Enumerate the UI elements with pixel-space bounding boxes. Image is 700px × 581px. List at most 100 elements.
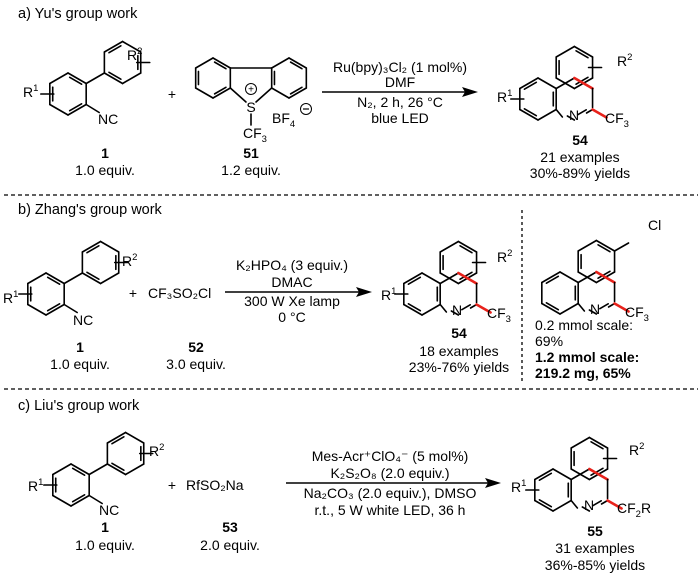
double-bond — [597, 270, 611, 279]
plus-sign: + — [168, 477, 176, 493]
reactant-1-structure — [18, 240, 129, 316]
r1-label: R1 — [3, 289, 18, 306]
arrow-head-icon — [485, 478, 501, 488]
double-bond — [597, 244, 611, 253]
double-bond — [523, 107, 538, 117]
ring-bond — [519, 77, 539, 90]
ring-bond — [559, 271, 579, 284]
condition-solvent: DMF — [385, 74, 415, 90]
compound-id-53: 53 — [222, 519, 238, 535]
condition-atmosphere: N₂, 2 h, 26 °C — [357, 94, 443, 110]
double-bond — [599, 303, 610, 310]
compound-id-52: 52 — [188, 339, 204, 355]
ring-bond — [555, 45, 576, 58]
arrow-head-icon — [462, 87, 478, 97]
condition-catalyst: Ru(bpy)₃Cl₂ (1 mol%) — [333, 59, 467, 75]
double-bond — [108, 71, 122, 80]
example-cf3-label: CF3 — [625, 304, 649, 324]
new-c-cf-bond — [475, 303, 492, 314]
ring-bond — [121, 40, 142, 53]
n-bond — [588, 309, 598, 315]
double-bond — [538, 472, 553, 482]
isocyanide-bond — [63, 303, 78, 314]
reaction-arrow-b — [225, 287, 372, 297]
product-r2-label: R2 — [617, 52, 632, 69]
n-bond — [566, 115, 576, 121]
ring-bond — [588, 436, 609, 449]
n-bond — [555, 108, 564, 118]
product-55-structure — [525, 436, 623, 512]
double-bond — [575, 76, 589, 85]
double-bond — [461, 304, 472, 311]
product-r1-label: R1 — [511, 478, 526, 495]
product-cf3-label: CF3 — [487, 305, 511, 325]
ring-bond — [52, 463, 72, 476]
ring-bond — [403, 303, 423, 316]
double-bond — [538, 498, 553, 508]
double-bond — [407, 302, 422, 312]
section-b: b) Zhang's group work R1 R2 NC 1 1.0 equ… — [3, 202, 661, 381]
product-examples: 21 examples — [540, 149, 619, 165]
new-c-cf-bond — [613, 302, 630, 313]
product-examples: 31 examples — [555, 540, 634, 556]
ring-bond — [439, 272, 460, 285]
product-54-structure — [510, 45, 608, 121]
double-bond — [459, 245, 473, 254]
product-54-structure — [394, 240, 492, 316]
double-bond — [111, 462, 125, 471]
double-bond — [590, 467, 604, 476]
ring-bond — [537, 108, 557, 121]
n-bond — [581, 506, 591, 512]
example-product-structure — [541, 239, 630, 315]
double-bond — [577, 109, 588, 116]
ring-bond — [288, 57, 308, 69]
ring-bond — [573, 45, 594, 58]
condition-light: blue LED — [371, 110, 429, 126]
product-r1-label: R1 — [381, 286, 396, 303]
reactant-1-amount: 1.0 equiv. — [50, 356, 110, 372]
ring-bond — [555, 77, 576, 90]
compound-id-51: 51 — [243, 145, 259, 161]
ring-bond — [570, 468, 591, 481]
ring-bond — [52, 494, 72, 507]
ring-bond — [121, 72, 142, 85]
ring-bond — [70, 463, 90, 476]
condition-base: K₂HPO₄ (3 equiv.) — [236, 257, 348, 273]
plus-sign: + — [168, 86, 176, 102]
n-bond — [570, 499, 579, 509]
reagent-formula: RfSO₂Na — [186, 477, 244, 493]
product-cf2r-label: CF2R — [617, 500, 651, 520]
bf4-label: BF4 — [272, 110, 295, 130]
double-bond — [523, 81, 538, 91]
ring-bond — [49, 103, 69, 116]
reactant-52-amount: 3.0 equiv. — [166, 356, 226, 372]
double-bond — [46, 276, 61, 286]
ring-bond — [457, 240, 478, 253]
c-cl-bond — [613, 242, 630, 252]
ring-bond — [559, 302, 579, 315]
isocyanide-bond — [85, 103, 100, 114]
r1-label: R1 — [23, 83, 38, 100]
ring-bond — [194, 57, 214, 69]
section-b-heading: b) Zhang's group work — [18, 202, 163, 218]
ring-bond — [288, 87, 308, 99]
compound-id-55: 55 — [587, 523, 603, 539]
reactant-1-structure — [43, 431, 154, 507]
double-bond — [71, 493, 86, 503]
compound-id-54: 54 — [451, 325, 467, 341]
double-bond — [108, 45, 122, 54]
ring-bond — [106, 431, 127, 444]
condition-oxidant: K₂S₂O₈ (2.0 equiv.) — [330, 465, 449, 481]
condition-temperature: 0 °C — [278, 309, 305, 325]
r2-label: R2 — [122, 252, 137, 269]
reactant-1-structure — [40, 40, 151, 116]
ring-bond — [124, 431, 145, 444]
r1-label: R1 — [28, 477, 43, 494]
ring-bond — [81, 240, 102, 253]
new-c-cf-bond — [591, 108, 608, 119]
isocyanide-label: NC — [98, 111, 118, 127]
double-bond — [213, 86, 227, 95]
product-yields: 36%-85% yields — [545, 557, 645, 573]
double-bond — [213, 61, 227, 70]
